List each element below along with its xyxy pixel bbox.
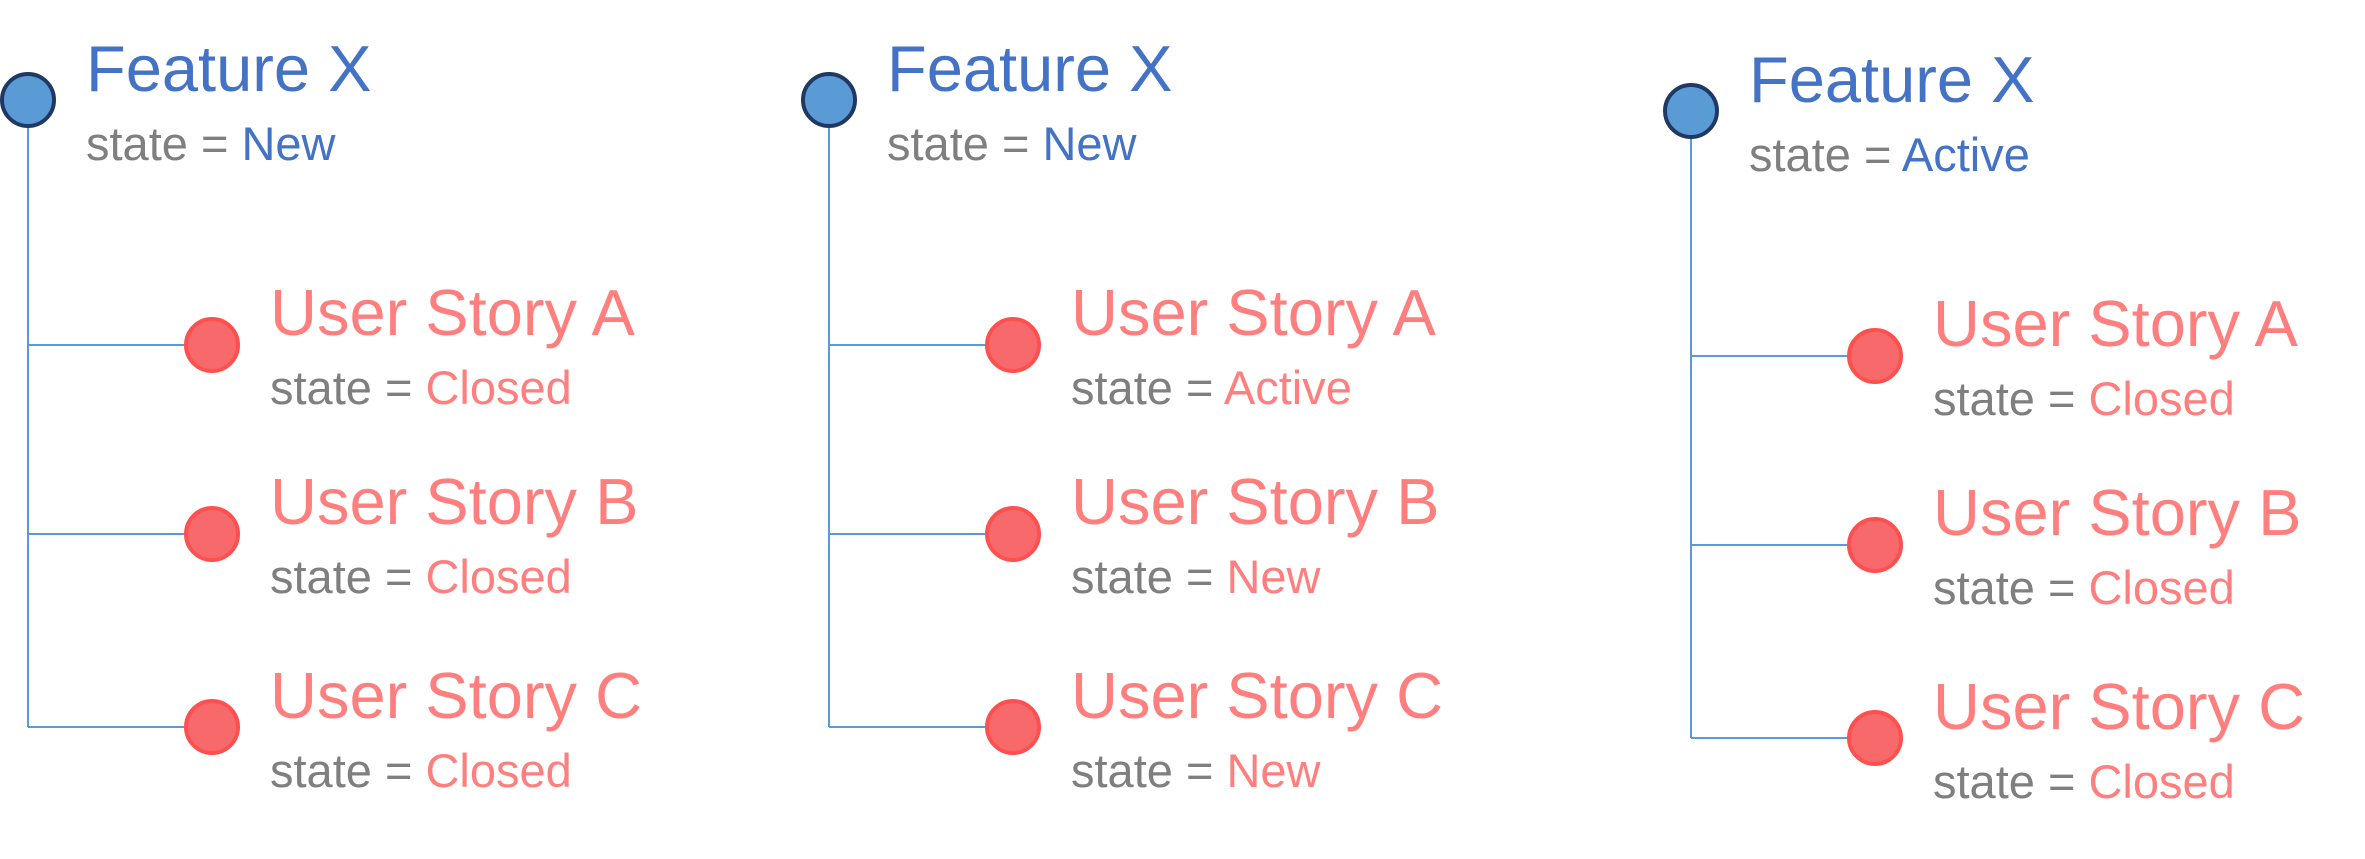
story-title-b: User Story B bbox=[1071, 465, 1440, 538]
story-state-b: state = Closed bbox=[1933, 564, 2235, 611]
story-state-a: state = Closed bbox=[270, 364, 572, 411]
state-prefix: state = bbox=[1933, 755, 2089, 808]
story-state-b: state = New bbox=[1071, 553, 1321, 600]
story-title-b: User Story B bbox=[1933, 476, 2302, 549]
story-state-a: state = Closed bbox=[1933, 375, 2235, 422]
story-state-value: Closed bbox=[425, 744, 572, 797]
feature-node bbox=[1663, 83, 1719, 139]
story-node-c bbox=[1847, 710, 1903, 766]
story-state-value: Closed bbox=[425, 361, 572, 414]
state-prefix: state = bbox=[1071, 744, 1227, 797]
story-title-a: User Story A bbox=[270, 276, 635, 349]
feature-title: Feature X bbox=[887, 32, 1173, 105]
state-prefix: state = bbox=[1071, 361, 1224, 414]
feature-state-value: New bbox=[241, 117, 336, 170]
story-title-a: User Story A bbox=[1071, 276, 1436, 349]
tree-connectors bbox=[801, 72, 1041, 755]
feature-node bbox=[0, 72, 56, 128]
story-node-a bbox=[1847, 328, 1903, 384]
feature-title: Feature X bbox=[1749, 43, 2035, 116]
story-node-b bbox=[184, 506, 240, 562]
feature-state-value: New bbox=[1042, 117, 1137, 170]
feature-state: state = Active bbox=[1749, 131, 2030, 178]
state-prefix: state = bbox=[1071, 550, 1227, 603]
feature-title: Feature X bbox=[86, 32, 372, 105]
feature-node bbox=[801, 72, 857, 128]
story-state-c: state = Closed bbox=[1933, 758, 2235, 805]
state-prefix: state = bbox=[86, 117, 242, 170]
story-title-c: User Story C bbox=[1071, 659, 1444, 732]
state-prefix: state = bbox=[270, 550, 426, 603]
story-title-a: User Story A bbox=[1933, 287, 2298, 360]
hierarchy-tree-3: Feature X state = Active User Story A st… bbox=[1663, 11, 2365, 859]
story-title-c: User Story C bbox=[270, 659, 643, 732]
story-state-value: Closed bbox=[2088, 561, 2235, 614]
story-node-b bbox=[1847, 517, 1903, 573]
feature-state: state = New bbox=[86, 120, 336, 167]
story-state-value: Closed bbox=[425, 550, 572, 603]
story-node-b bbox=[985, 506, 1041, 562]
story-state-b: state = Closed bbox=[270, 553, 572, 600]
tree-connectors bbox=[0, 72, 240, 755]
story-state-a: state = Active bbox=[1071, 364, 1352, 411]
story-state-value: Active bbox=[1223, 361, 1352, 414]
story-title-b: User Story B bbox=[270, 465, 639, 538]
story-state-value: Closed bbox=[2088, 755, 2235, 808]
story-node-a bbox=[985, 317, 1041, 373]
story-title-c: User Story C bbox=[1933, 670, 2306, 743]
hierarchy-tree-2: Feature X state = New User Story A state… bbox=[801, 0, 1601, 848]
feature-state: state = New bbox=[887, 120, 1137, 167]
state-prefix: state = bbox=[1933, 561, 2089, 614]
story-state-value: New bbox=[1226, 550, 1321, 603]
state-prefix: state = bbox=[887, 117, 1043, 170]
state-prefix: state = bbox=[1749, 128, 1902, 181]
story-state-value: Closed bbox=[2088, 372, 2235, 425]
tree-connectors bbox=[1663, 83, 1903, 766]
story-node-a bbox=[184, 317, 240, 373]
story-state-c: state = Closed bbox=[270, 747, 572, 794]
state-prefix: state = bbox=[270, 361, 426, 414]
state-prefix: state = bbox=[270, 744, 426, 797]
story-node-c bbox=[184, 699, 240, 755]
story-node-c bbox=[985, 699, 1041, 755]
story-state-value: New bbox=[1226, 744, 1321, 797]
hierarchy-tree-1: Feature X state = New User Story A state… bbox=[0, 0, 800, 848]
feature-state-value: Active bbox=[1901, 128, 2030, 181]
story-state-c: state = New bbox=[1071, 747, 1321, 794]
state-prefix: state = bbox=[1933, 372, 2089, 425]
